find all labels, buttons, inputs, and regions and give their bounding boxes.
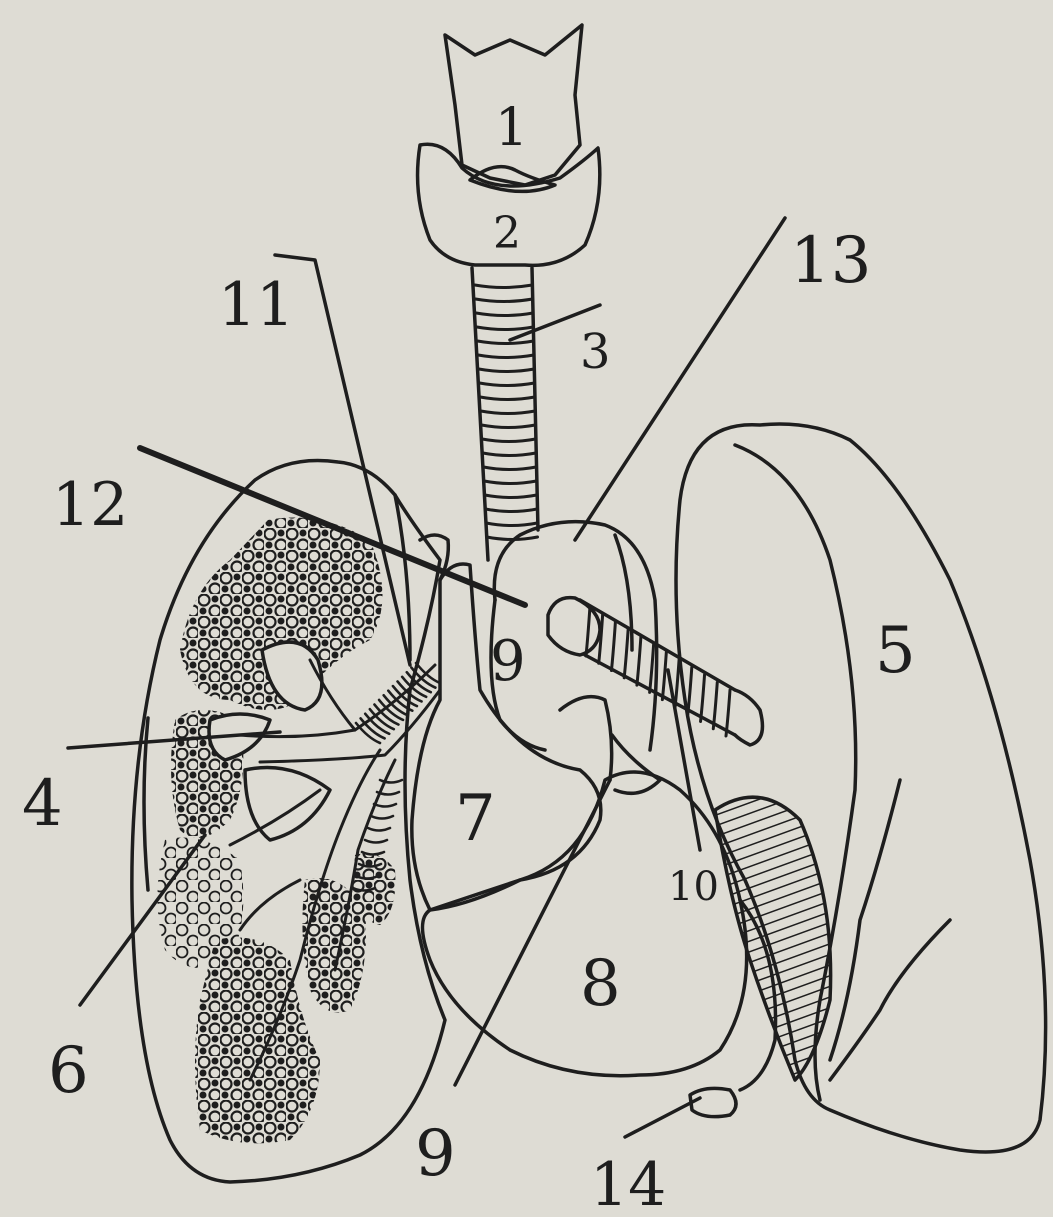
trachea-ring <box>477 327 533 330</box>
pulmonary-artery-ring <box>611 621 615 670</box>
bronchus-ring <box>362 852 384 855</box>
leader-14 <box>625 1098 700 1137</box>
left-bronchus-end <box>735 690 762 745</box>
pulmonary-artery-ring <box>675 659 679 706</box>
trachea <box>472 268 538 560</box>
label-9-lower: 9 <box>415 1117 456 1191</box>
descending-aorta-stub <box>690 1088 736 1116</box>
label-12: 12 <box>52 470 128 540</box>
bronchus-ring <box>365 840 387 843</box>
pulmonary-artery-ring <box>662 652 666 700</box>
trachea-ring <box>486 509 537 512</box>
pulmonary-artery-ring <box>650 644 654 692</box>
trachea-ring <box>478 355 534 358</box>
label-9-upper: 9 <box>490 629 526 694</box>
pulmonary-artery-ring <box>624 629 628 678</box>
label-4: 4 <box>22 767 63 841</box>
left-lung <box>676 424 1046 1152</box>
pulmonary-artery-ring <box>713 682 717 728</box>
bronchus-ring <box>368 828 390 831</box>
trachea-ring <box>475 299 532 302</box>
label-5: 5 <box>875 614 916 688</box>
label-8: 8 <box>580 947 621 1021</box>
trachea-ring <box>481 411 535 414</box>
trachea-ring <box>480 397 534 400</box>
trachea-ring <box>480 383 535 386</box>
trachea-ring <box>476 313 533 316</box>
pulmonary-artery-ring <box>701 675 705 722</box>
trachea-ring <box>484 481 536 484</box>
label-10: 10 <box>668 864 719 910</box>
label-14: 14 <box>590 1150 666 1213</box>
pulmonary-artery-ring <box>637 637 641 686</box>
label-6: 6 <box>48 1034 89 1108</box>
label-13: 13 <box>790 224 871 298</box>
trachea-ring <box>485 495 537 498</box>
trachea-ring <box>482 425 536 428</box>
superior-vena-cava <box>412 564 601 910</box>
label-11: 11 <box>218 270 294 340</box>
trachea-ring <box>479 369 534 372</box>
trachea-ring <box>483 453 536 456</box>
label-2: 2 <box>493 208 521 259</box>
trachea-ring <box>486 523 537 526</box>
left-lung-fissure <box>830 780 900 1060</box>
bronchus-ring <box>377 792 399 795</box>
pulmonary-artery-ring <box>726 690 730 736</box>
label-7: 7 <box>455 782 496 856</box>
label-3: 3 <box>580 324 611 380</box>
trachea-ring <box>475 285 533 288</box>
label-1: 1 <box>495 98 528 158</box>
pulmonary-vessels <box>715 797 831 1080</box>
bronchus-ring <box>374 804 396 807</box>
pulmonary-artery-ring <box>688 667 692 714</box>
trachea-ring <box>484 467 537 470</box>
bronchus-ring <box>371 816 393 819</box>
trachea-ring <box>478 341 534 344</box>
trachea-ring <box>482 439 535 442</box>
aortic-arch-inner <box>615 535 632 650</box>
bronchus-ring <box>380 780 402 783</box>
left-atrial-appendage <box>612 735 660 793</box>
